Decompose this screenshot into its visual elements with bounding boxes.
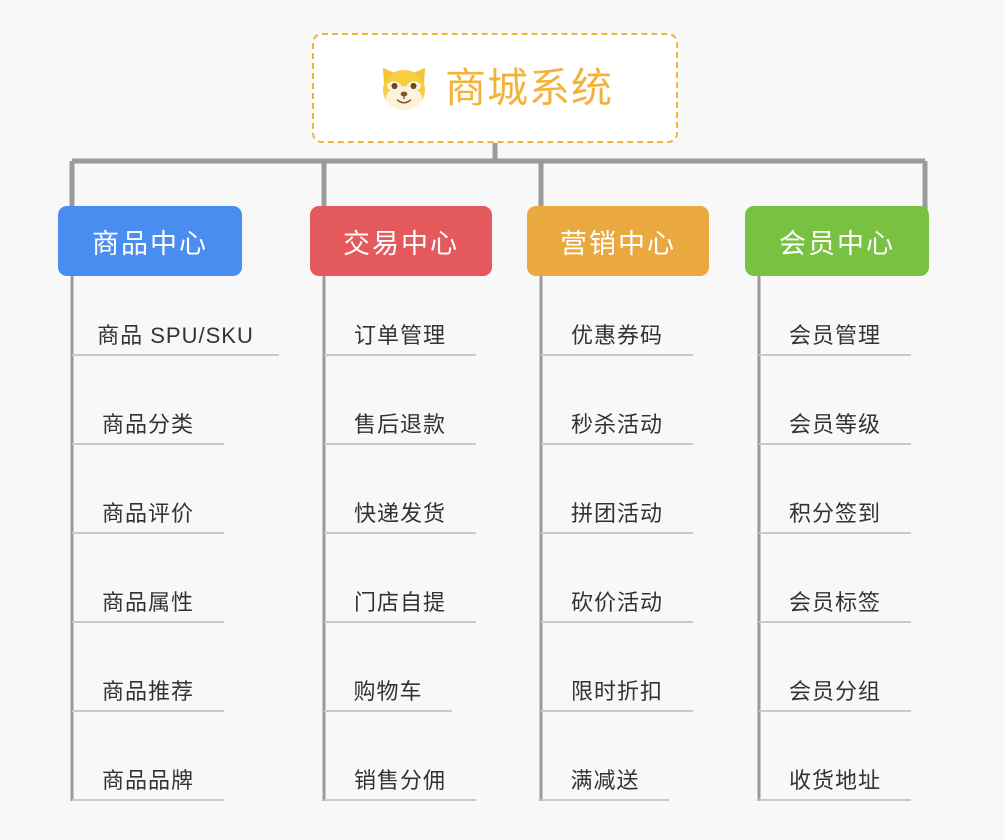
leaf-item[interactable]: 限时折扣 — [541, 666, 693, 712]
leaf-item[interactable]: 售后退款 — [324, 399, 476, 445]
leaf-item[interactable]: 会员分组 — [759, 666, 911, 712]
leaf-item[interactable]: 收货地址 — [759, 755, 911, 801]
leaf-item[interactable]: 门店自提 — [324, 577, 476, 623]
leaf-item[interactable]: 秒杀活动 — [541, 399, 693, 445]
root-title: 商城系统 — [445, 64, 613, 111]
leaf-item[interactable]: 商品 SPU/SKU — [72, 310, 279, 356]
leaf-item[interactable]: 商品分类 — [72, 399, 224, 445]
leaf-item[interactable]: 购物车 — [324, 666, 452, 712]
leaf-item[interactable]: 销售分佣 — [324, 755, 476, 801]
category-header[interactable]: 商品中心 — [58, 206, 242, 276]
leaf-item[interactable]: 优惠券码 — [541, 310, 693, 356]
category-header[interactable]: 交易中心 — [310, 206, 492, 276]
leaf-item[interactable]: 商品属性 — [72, 577, 224, 623]
leaf-item[interactable]: 满减送 — [541, 755, 669, 801]
category-header[interactable]: 会员中心 — [745, 206, 929, 276]
leaf-item[interactable]: 拼团活动 — [541, 488, 693, 534]
leaf-item[interactable]: 砍价活动 — [541, 577, 693, 623]
leaf-item[interactable]: 商品品牌 — [72, 755, 224, 801]
root-node[interactable]: 商城系统 — [312, 33, 678, 143]
leaf-item[interactable]: 会员标签 — [759, 577, 911, 623]
leaf-item[interactable]: 积分签到 — [759, 488, 911, 534]
shiba-dog-face-icon — [377, 62, 431, 114]
leaf-item[interactable]: 商品推荐 — [72, 666, 224, 712]
leaf-item[interactable]: 会员管理 — [759, 310, 911, 356]
category-header[interactable]: 营销中心 — [527, 206, 709, 276]
leaf-item[interactable]: 会员等级 — [759, 399, 911, 445]
leaf-item[interactable]: 快递发货 — [324, 488, 476, 534]
leaf-item[interactable]: 商品评价 — [72, 488, 224, 534]
leaf-item[interactable]: 订单管理 — [324, 310, 476, 356]
